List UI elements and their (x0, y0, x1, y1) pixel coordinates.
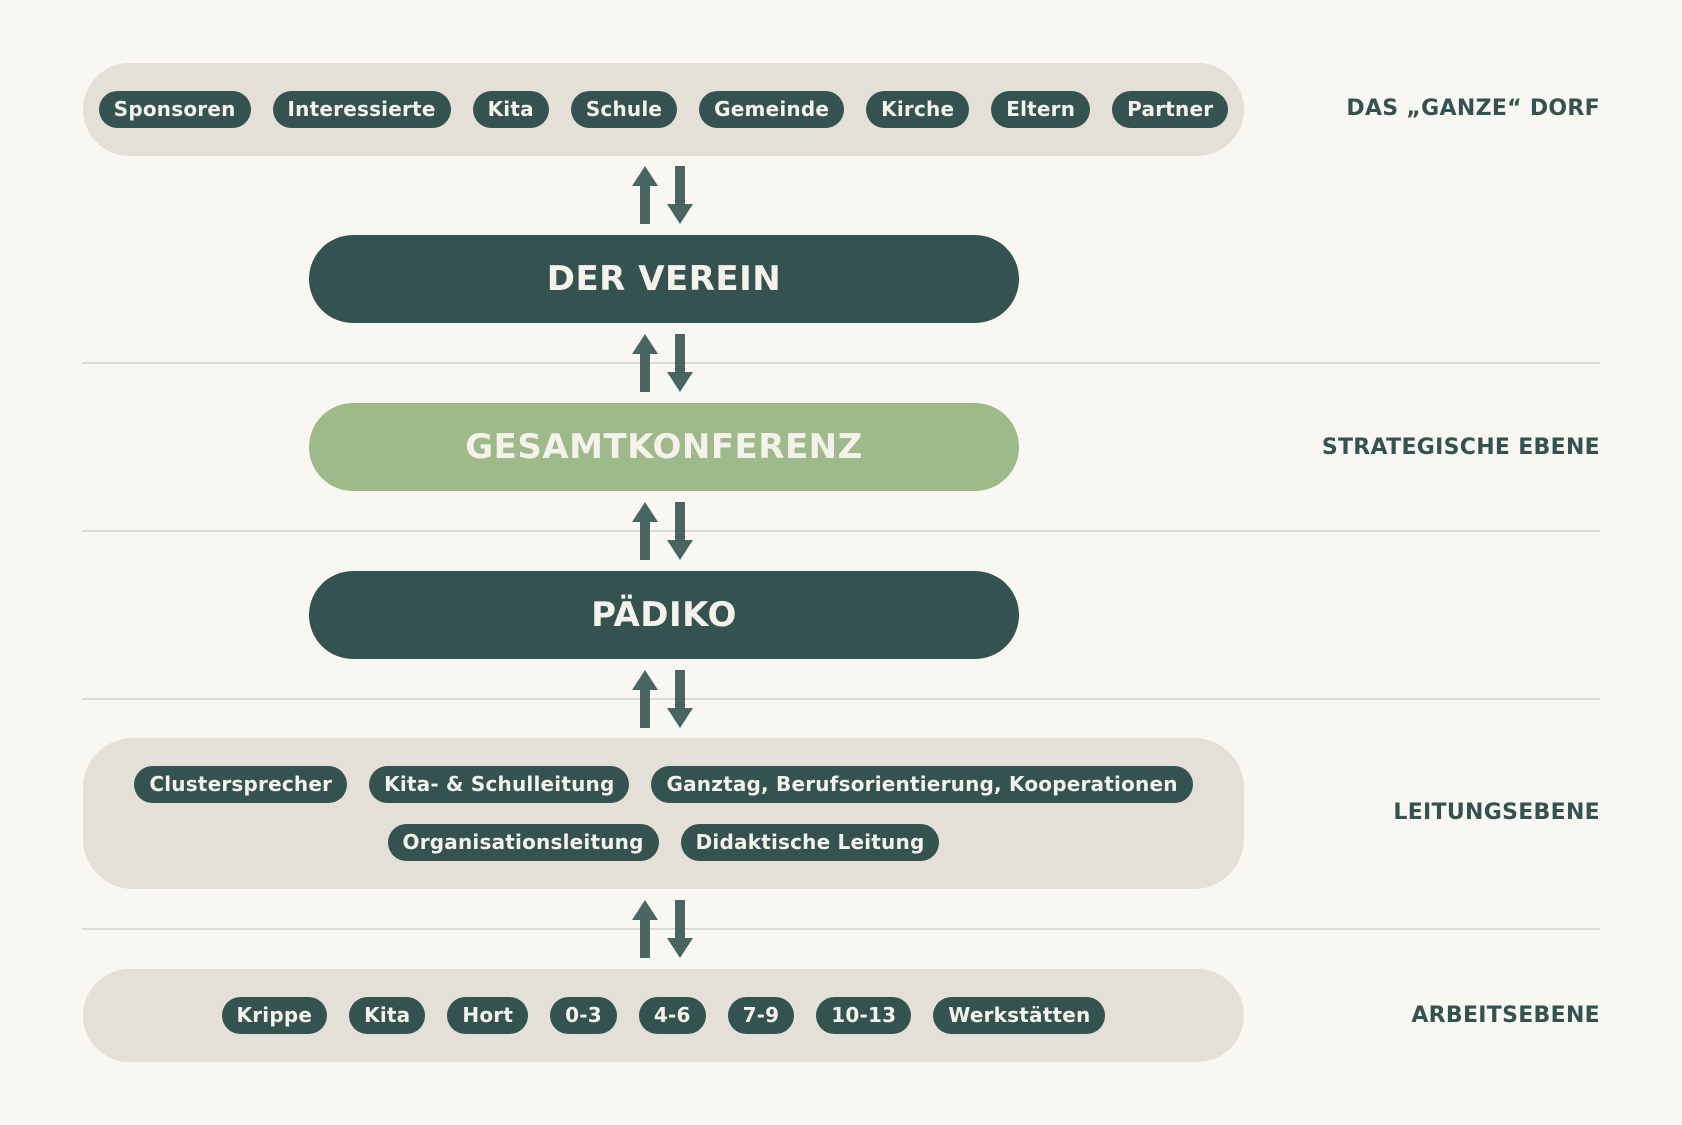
pill-sponsoren: Sponsoren (98, 91, 251, 128)
pill-eltern: Eltern (991, 91, 1091, 128)
level-label-dorf: DAS „GANZE“ DORF (1346, 96, 1600, 121)
pill-hort: Hort (447, 997, 529, 1034)
arbeit-pill-row: Krippe Kita Hort 0-3 4-6 7-9 10-13 Werks… (83, 997, 1244, 1034)
box-gesamtkonferenz-label: GESAMTKONFERENZ (465, 427, 863, 467)
bidirectional-arrows-icon (632, 502, 693, 560)
separator-line (82, 928, 1600, 930)
leitung-pill-row-1: Clustersprecher Kita- & Schulleitung Gan… (83, 766, 1244, 803)
level-label-strategisch: STRATEGISCHE EBENE (1321, 435, 1600, 460)
pill-kita-schulleitung: Kita- & Schulleitung (369, 766, 630, 803)
box-paediko: PÄDIKO (309, 571, 1019, 659)
pill-werkstaetten: Werkstätten (933, 997, 1106, 1034)
pill-kirche: Kirche (866, 91, 970, 128)
village-pill-row: Sponsoren Interessierte Kita Schule Geme… (83, 91, 1244, 128)
box-paediko-label: PÄDIKO (591, 595, 737, 635)
pill-kita: Kita (472, 91, 549, 128)
box-der-verein-label: DER VEREIN (546, 259, 782, 299)
pill-interessierte: Interessierte (272, 91, 451, 128)
pill-partner: Partner (1112, 91, 1229, 128)
box-der-verein: DER VEREIN (309, 235, 1019, 323)
pill-kita: Kita (349, 997, 426, 1034)
pill-ganztag: Ganztag, Berufsorientierung, Kooperation… (651, 766, 1193, 803)
leitung-band (83, 738, 1244, 889)
pill-schule: Schule (570, 91, 678, 128)
separator-line (82, 530, 1600, 532)
pill-organisationsleitung: Organisationsleitung (387, 824, 659, 861)
box-gesamtkonferenz: GESAMTKONFERENZ (309, 403, 1019, 491)
level-label-arbeit: ARBEITSEBENE (1411, 1003, 1600, 1028)
pill-clustersprecher: Clustersprecher (134, 766, 348, 803)
pill-gemeinde: Gemeinde (699, 91, 845, 128)
leitung-pill-row-2: Organisationsleitung Didaktische Leitung (83, 824, 1244, 861)
bidirectional-arrows-icon (632, 166, 693, 224)
pill-10-13: 10-13 (816, 997, 912, 1034)
pill-7-9: 7-9 (727, 997, 795, 1034)
separator-line (82, 698, 1600, 700)
pill-didaktische-leitung: Didaktische Leitung (680, 824, 940, 861)
bidirectional-arrows-icon (632, 334, 693, 392)
pill-0-3: 0-3 (550, 997, 617, 1034)
bidirectional-arrows-icon (632, 900, 693, 958)
pill-4-6: 4-6 (638, 997, 706, 1034)
bidirectional-arrows-icon (632, 670, 693, 728)
level-label-leitung: LEITUNGSEBENE (1393, 800, 1600, 825)
pill-krippe: Krippe (221, 997, 328, 1034)
separator-line (82, 362, 1600, 364)
